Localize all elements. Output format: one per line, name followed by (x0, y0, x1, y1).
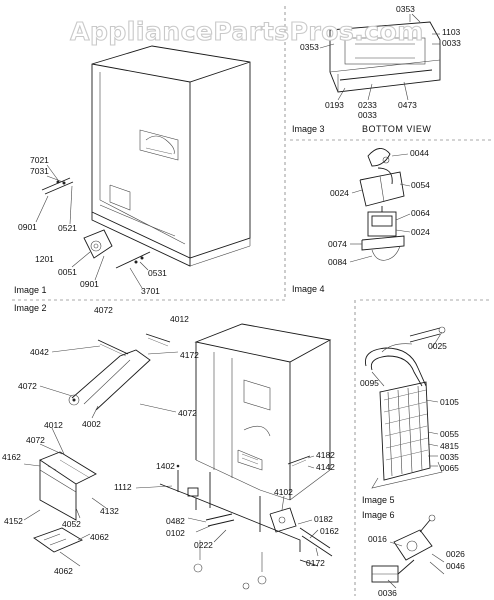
part-number: 4052 (62, 519, 81, 529)
part-number: 0036 (378, 588, 397, 598)
part-number: 0095 (360, 378, 379, 388)
part-number: 0026 (446, 549, 465, 559)
image1-cabinet-drawing (35, 45, 251, 289)
part-number: 0025 (428, 341, 447, 351)
part-number: 4072 (18, 381, 37, 391)
part-number: 0065 (440, 463, 459, 473)
part-number: 0016 (368, 534, 387, 544)
part-number: 0172 (306, 558, 325, 568)
part-number: 0046 (446, 561, 465, 571)
part-number: 4172 (180, 350, 199, 360)
part-number: 0162 (320, 526, 339, 536)
part-number: 1402 (156, 461, 175, 471)
part-number: 4072 (26, 435, 45, 445)
part-number: 0084 (328, 257, 347, 267)
part-number: 0473 (398, 100, 417, 110)
part-number: 0051 (58, 267, 77, 277)
image3-bottom-view-drawing (319, 13, 441, 101)
part-number: 0105 (440, 397, 459, 407)
part-number: 4072 (94, 305, 113, 315)
part-number: 1112 (114, 482, 132, 492)
image5-label: Image 5 (362, 495, 395, 505)
part-number: 4062 (90, 532, 109, 542)
image2-label: Image 2 (14, 303, 47, 313)
part-number: 4042 (30, 347, 49, 357)
part-number: 4815 (440, 441, 459, 451)
image3-label: Image 3 (292, 124, 325, 134)
part-number: 0024 (330, 188, 349, 198)
part-number: 0193 (325, 100, 344, 110)
part-number: 0521 (58, 223, 77, 233)
part-number: 3701 (141, 286, 160, 296)
image5-evaporator-drawing (364, 326, 446, 489)
part-number: 0102 (166, 528, 185, 538)
part-number: 0233 (358, 100, 377, 110)
part-number: 0482 (166, 516, 185, 526)
part-number: 0024 (411, 227, 430, 237)
part-number: 0055 (440, 429, 459, 439)
part-number: 4072 (178, 408, 197, 418)
part-number: 0531 (148, 268, 167, 278)
part-number: 0033 (442, 38, 461, 48)
watermark-text: AppliancePartsPros.com (70, 17, 424, 46)
part-number: 0901 (18, 222, 37, 232)
part-number: 0222 (194, 540, 213, 550)
image6-damper-drawing (371, 514, 445, 589)
part-number: 0353 (396, 4, 415, 14)
part-number: 4162 (2, 452, 21, 462)
part-number: 7031 (30, 166, 49, 176)
part-number: 4012 (170, 314, 189, 324)
image6-label: Image 6 (362, 510, 395, 520)
image4-label: Image 4 (292, 284, 325, 294)
part-number: 7021 (30, 155, 49, 165)
part-number: 4182 (316, 450, 335, 460)
part-number: 0035 (440, 452, 459, 462)
part-number: 1103 (442, 27, 461, 37)
part-number: 4002 (82, 419, 101, 429)
image4-fan-motor-drawing (349, 148, 411, 263)
bottom-view-label: BOTTOM VIEW (362, 124, 431, 134)
part-number: 0074 (328, 239, 347, 249)
part-number: 4152 (4, 516, 23, 526)
part-number: 0353 (300, 42, 319, 52)
part-number: 4132 (100, 506, 119, 516)
part-number: 1201 (35, 254, 54, 264)
part-number: 0064 (411, 208, 430, 218)
part-number: 4062 (54, 566, 73, 576)
section-dividers (12, 6, 492, 596)
part-number: 0182 (314, 514, 333, 524)
image2-cabinet-drawing (23, 323, 333, 590)
part-number: 0901 (80, 279, 99, 289)
part-number: 0044 (410, 148, 429, 158)
part-number: 0054 (411, 180, 430, 190)
image1-label: Image 1 (14, 285, 47, 295)
part-number: 4102 (274, 487, 293, 497)
part-number: 4142 (316, 462, 335, 472)
part-number: 4012 (44, 420, 63, 430)
part-number: 0033 (358, 110, 377, 120)
